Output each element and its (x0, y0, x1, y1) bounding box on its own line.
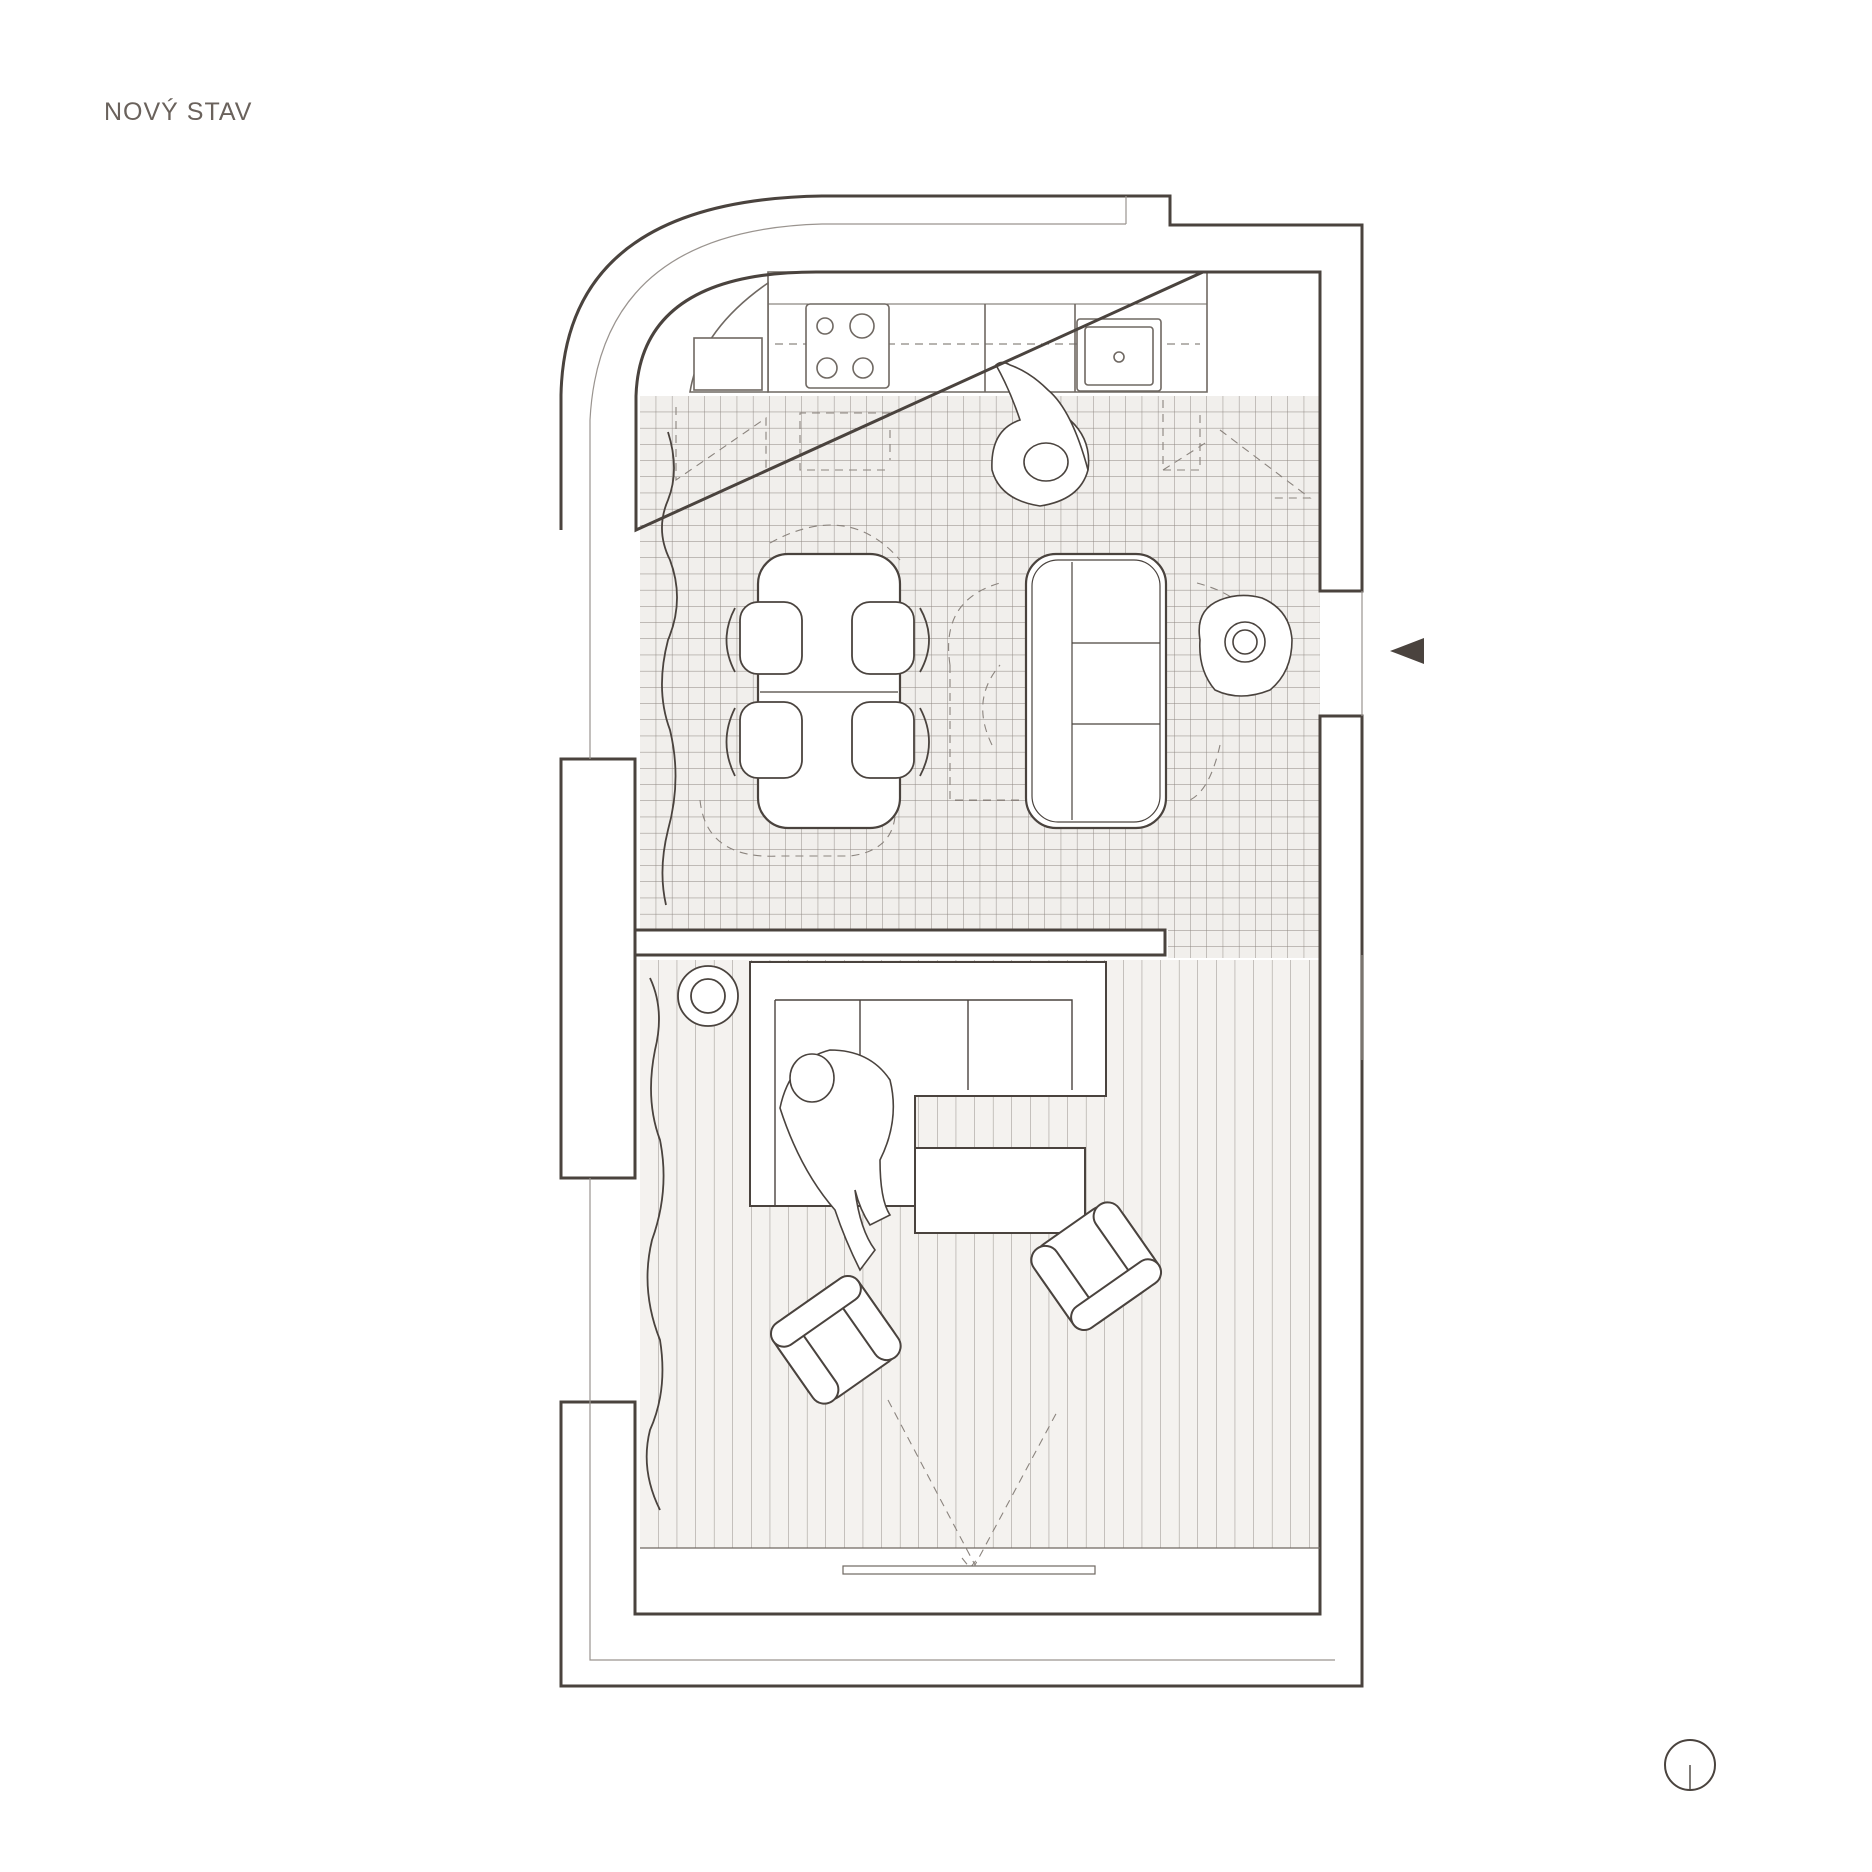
dining-table (756, 552, 902, 830)
armchair-left (769, 1274, 902, 1405)
person-kitchen (991, 361, 1090, 507)
curtains (645, 431, 678, 1511)
coffee-table (914, 1147, 1086, 1234)
dining-chairs (725, 601, 930, 779)
north-arrow-icon (1664, 1739, 1716, 1791)
triangle-left-icon (1390, 638, 1424, 664)
exterior-cladding (589, 196, 1363, 1661)
plan-title: NOVÝ STAV (104, 98, 253, 126)
balcony-window (842, 1565, 1096, 1575)
balcony-door-swing (887, 1399, 1059, 1569)
cabinet-door-swings (675, 400, 1312, 857)
armchair-right (1030, 1201, 1163, 1332)
cooktop (805, 303, 890, 389)
person-living (779, 1049, 895, 1272)
side-table (677, 965, 739, 1027)
person-entrance (1198, 594, 1293, 697)
kitchen-counter (689, 271, 1208, 393)
sink (1076, 318, 1162, 392)
kitchen-island (1024, 552, 1168, 830)
